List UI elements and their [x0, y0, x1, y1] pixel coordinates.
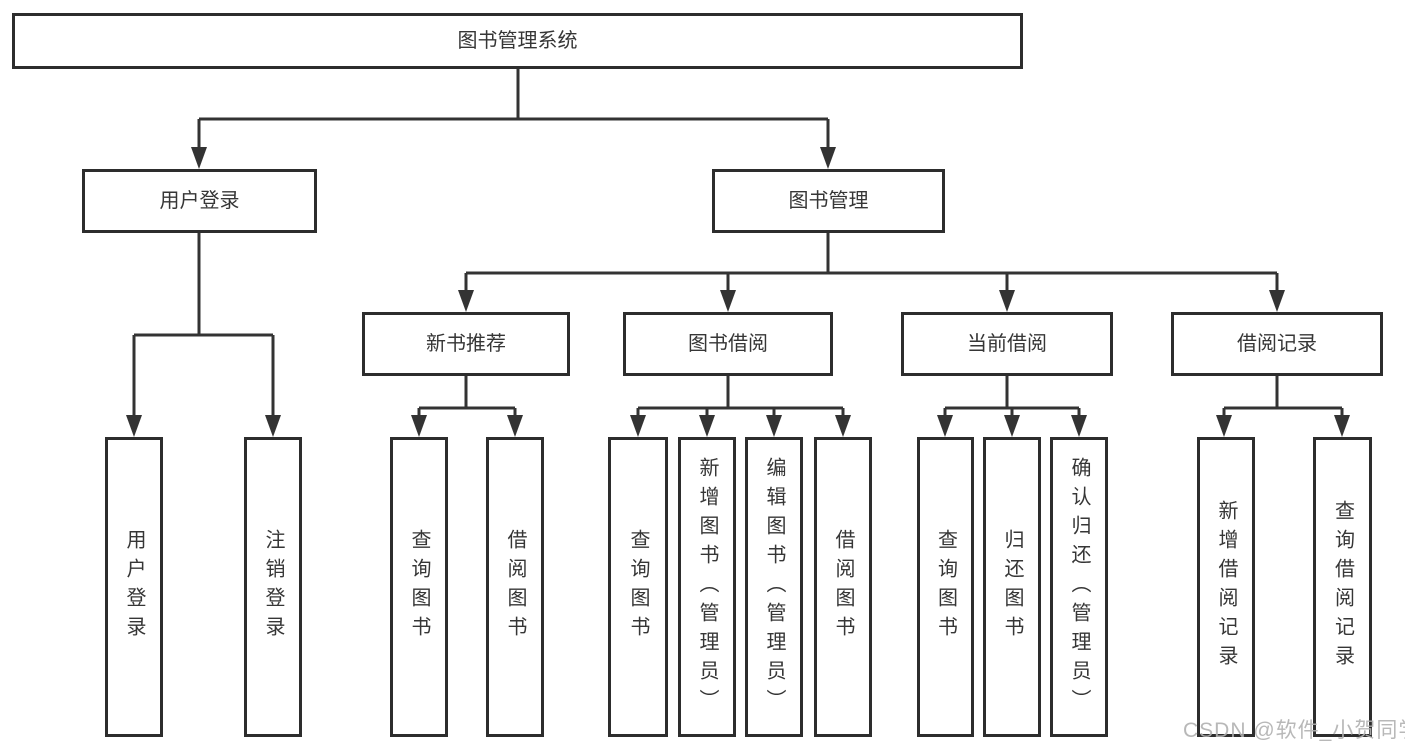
- node-borrowing-records: 借阅记录: [1171, 312, 1383, 376]
- leaf-add-books-admin: 新增图书（管理员）: [678, 437, 736, 737]
- csdn-watermark: CSDN @软件_小贺同学: [1183, 719, 1405, 742]
- leaf-borrow-books-borrowing: 借阅图书: [814, 437, 872, 737]
- node-book-borrowing: 图书借阅: [623, 312, 833, 376]
- leaf-borrow-books-recommend: 借阅图书: [486, 437, 544, 737]
- leaf-return-books: 归还图书: [983, 437, 1041, 737]
- leaf-edit-books-admin: 编辑图书（管理员）: [745, 437, 803, 737]
- leaf-query-books-borrowing: 查询图书: [608, 437, 668, 737]
- leaf-query-books-current: 查询图书: [917, 437, 974, 737]
- leaf-logout: 注销登录: [244, 437, 302, 737]
- leaf-user-login: 用户登录: [105, 437, 163, 737]
- node-current-borrowing: 当前借阅: [901, 312, 1113, 376]
- leaf-confirm-return-admin: 确认归还（管理员）: [1050, 437, 1108, 737]
- node-library-management-system: 图书管理系统: [12, 13, 1023, 69]
- node-user-login: 用户登录: [82, 169, 317, 233]
- arrowheads: [126, 147, 1350, 437]
- leaf-add-borrowing-record: 新增借阅记录: [1197, 437, 1255, 737]
- node-book-management: 图书管理: [712, 169, 945, 233]
- node-new-book-recommendation: 新书推荐: [362, 312, 570, 376]
- leaf-query-books-recommend: 查询图书: [390, 437, 448, 737]
- leaf-query-borrowing-record: 查询借阅记录: [1313, 437, 1372, 737]
